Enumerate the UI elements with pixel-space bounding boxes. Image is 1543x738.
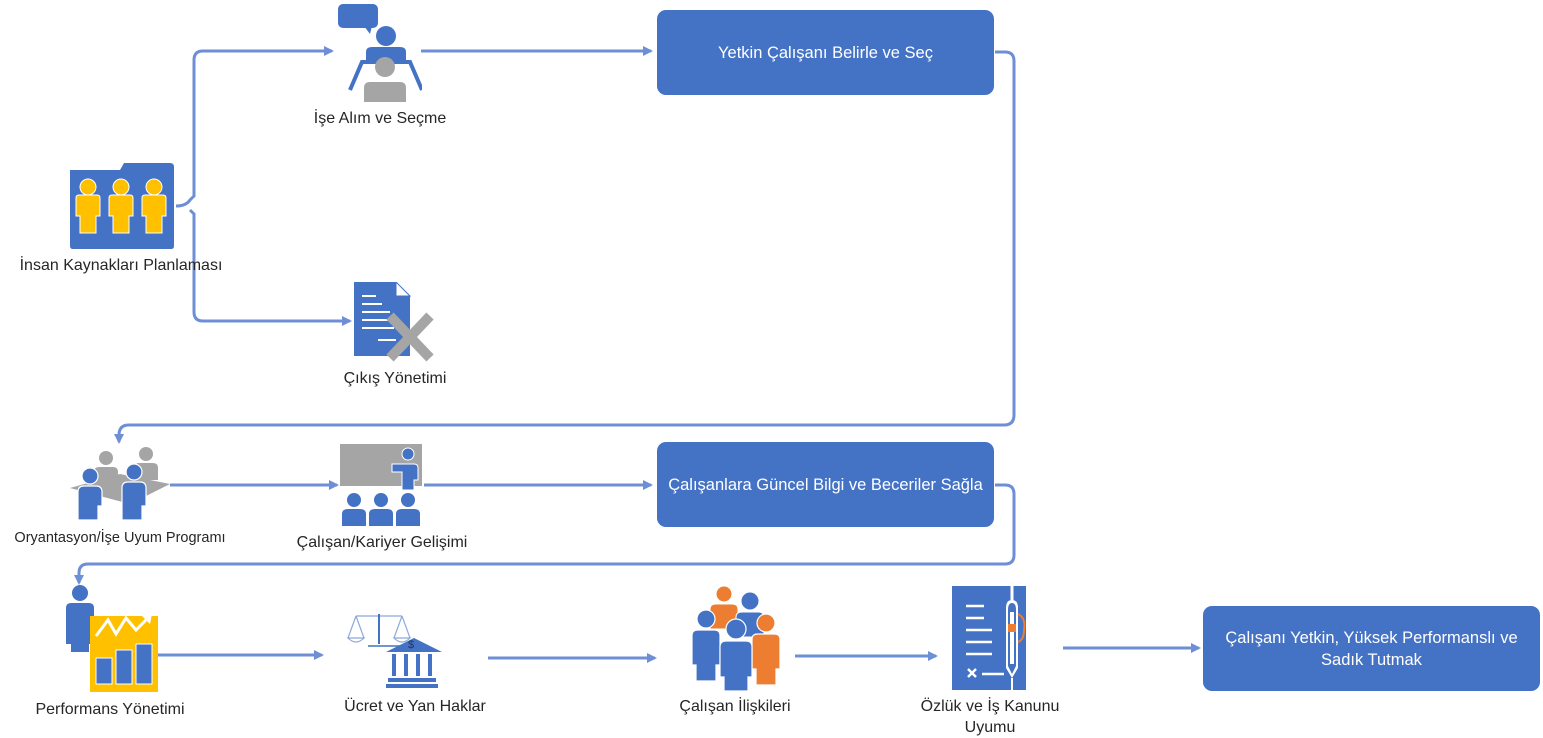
- goal-box-retain: Çalışanı Yetkin, Yüksek Performanslı ve …: [1203, 606, 1540, 691]
- interview-icon: [338, 4, 422, 102]
- scales-bank-icon: $: [346, 614, 442, 688]
- presentation-icon: [340, 444, 422, 526]
- svg-text:$: $: [408, 639, 414, 651]
- node-label-compliance-line1: Özlük ve İş Kanunu: [920, 698, 1060, 715]
- edge-skills-to-performance: [74, 483, 1016, 585]
- goal-label-select: Yetkin Çalışanı Belirle ve Seç: [718, 43, 933, 62]
- node-label-employee-relations: Çalışan İlişkileri: [679, 698, 791, 715]
- goal-label-retain: Çalışanı Yetkin, Yüksek Performanslı ve …: [1225, 628, 1518, 669]
- edge-select-to-orientation: [114, 50, 1016, 444]
- group-people-icon: [691, 585, 781, 691]
- node-label-career-development: Çalışan/Kariyer Gelişimi: [296, 534, 468, 551]
- node-label-exit-management: Çıkış Yönetimi: [343, 370, 447, 387]
- node-label-performance: Performans Yönetimi: [35, 701, 185, 718]
- performance-chart-icon: [66, 585, 158, 692]
- people-folder-icon: [70, 163, 174, 249]
- contract-pen-icon: [952, 586, 1026, 690]
- node-label-orientation: Oryantasyon/İşe Uyum Programı: [14, 530, 226, 546]
- document-cancel-icon: [354, 282, 434, 362]
- goal-box-select: Yetkin Çalışanı Belirle ve Seç: [657, 10, 994, 95]
- edge-planning-to-exit: [188, 208, 352, 326]
- node-label-compliance: Özlük ve İş Kanunu Uyumu: [900, 696, 1080, 738]
- node-label-compensation: Ücret ve Yan Haklar: [344, 698, 486, 715]
- node-label-hr-planning: İnsan Kaynakları Planlaması: [19, 257, 223, 274]
- node-label-compliance-line2: Uyumu: [964, 719, 1016, 736]
- goal-box-skills: Çalışanlara Güncel Bilgi ve Beceriler Sa…: [657, 442, 994, 527]
- meeting-table-icon: [70, 447, 170, 521]
- edge-planning-to-recruitment: [175, 46, 334, 208]
- goal-label-skills: Çalışanlara Güncel Bilgi ve Beceriler Sa…: [668, 475, 983, 494]
- node-label-recruitment: İşe Alım ve Seçme: [313, 110, 447, 127]
